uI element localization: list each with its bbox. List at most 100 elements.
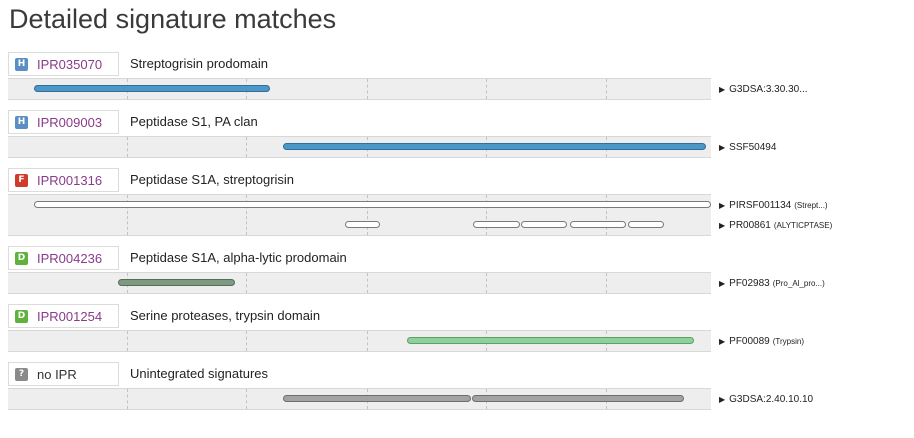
- accession-box: H IPR009003: [8, 110, 119, 134]
- match-track-panel: [8, 78, 711, 100]
- expand-arrow-icon: ▶: [719, 84, 726, 94]
- signature-link[interactable]: ▶PIRSF001134(Strept...): [719, 195, 828, 215]
- entry-row: ? no IPR Unintegrated signatures ▶G3DSA:2.4…: [8, 362, 908, 410]
- gridline: [127, 195, 128, 235]
- homologous-superfamily-icon: H: [15, 115, 28, 129]
- match-bar[interactable]: [283, 395, 471, 402]
- match-track-panel: [8, 330, 711, 352]
- signature-track: [8, 195, 711, 215]
- match-bar[interactable]: [473, 221, 520, 228]
- accession-link[interactable]: IPR035070: [37, 56, 103, 72]
- signature-id: PF02983: [729, 277, 770, 289]
- gridline: [127, 331, 128, 351]
- gridline: [246, 195, 247, 235]
- match-bar[interactable]: [472, 395, 684, 402]
- accession-box: D IPR001254: [8, 304, 119, 328]
- signature-description: (ALYTICPTASE): [773, 220, 833, 230]
- gridline: [367, 195, 368, 235]
- signature-description: (Pro_Al_pro...): [772, 278, 825, 288]
- accession-link[interactable]: IPR001316: [37, 172, 103, 188]
- unintegrated-icon: ?: [15, 367, 28, 381]
- match-bar[interactable]: [570, 221, 626, 228]
- gridline: [246, 273, 247, 293]
- gridline: [486, 79, 487, 99]
- match-bar[interactable]: [628, 221, 664, 228]
- match-bar[interactable]: [521, 221, 567, 228]
- accession-box: H IPR035070: [8, 52, 119, 76]
- entry-header: H IPR009003 Peptidase S1, PA clan: [8, 110, 908, 136]
- family-icon: F: [15, 173, 28, 187]
- entry-name: Peptidase S1, PA clan: [130, 114, 258, 129]
- accession-link[interactable]: IPR004236: [37, 250, 103, 266]
- entry-header: D IPR004236 Peptidase S1A, alpha-lytic pro…: [8, 246, 908, 272]
- gridline: [486, 273, 487, 293]
- entry-row: D IPR001254 Serine proteases, trypsin doma…: [8, 304, 908, 352]
- expand-arrow-icon: ▶: [719, 336, 726, 346]
- signature-id: G3DSA:2.40.10.10: [729, 393, 814, 405]
- accession-link[interactable]: IPR009003: [37, 114, 103, 130]
- signature-id: PR00861: [729, 219, 771, 231]
- gridline: [246, 389, 247, 409]
- entry-header: H IPR035070 Streptogrisin prodomain: [8, 52, 908, 78]
- gridline: [367, 79, 368, 99]
- match-bar[interactable]: [283, 143, 706, 150]
- accession-label: no IPR: [37, 366, 77, 382]
- signature-id: G3DSA:3.30.30...: [729, 83, 808, 95]
- accession-link[interactable]: IPR001254: [37, 308, 103, 324]
- expand-arrow-icon: ▶: [719, 394, 726, 404]
- match-track-panel: [8, 194, 711, 236]
- signature-description: (Strept...): [794, 200, 828, 210]
- entry-header: F IPR001316 Peptidase S1A, streptogrisin: [8, 168, 908, 194]
- signature-track: [8, 273, 711, 293]
- entry-row: D IPR004236 Peptidase S1A, alpha-lytic pro…: [8, 246, 908, 294]
- signature-track: [8, 137, 711, 157]
- match-track-panel: [8, 388, 711, 410]
- match-track-panel: [8, 136, 711, 158]
- gridline: [486, 195, 487, 235]
- entry-name: Serine proteases, trypsin domain: [130, 308, 321, 323]
- entry-name: Streptogrisin prodomain: [130, 56, 269, 71]
- signature-id: PIRSF001134: [729, 199, 792, 211]
- match-track-panel: [8, 272, 711, 294]
- match-bar[interactable]: [34, 85, 270, 92]
- match-bar[interactable]: [345, 221, 380, 228]
- signature-track: [8, 389, 711, 409]
- entry-header: D IPR001254 Serine proteases, trypsin doma…: [8, 304, 908, 330]
- entry-row: F IPR001316 Peptidase S1A, streptogrisin ▶P…: [8, 168, 908, 236]
- signature-link[interactable]: ▶PF00089(Trypsin): [719, 331, 804, 351]
- signature-id: SSF50494: [729, 141, 777, 153]
- entry-row: H IPR009003 Peptidase S1, PA clan ▶SSF50494: [8, 110, 908, 158]
- gridline: [127, 389, 128, 409]
- page-title: Detailed signature matches: [9, 4, 337, 34]
- gridline: [367, 273, 368, 293]
- domain-icon: D: [15, 251, 28, 265]
- signature-description: (Trypsin): [772, 336, 805, 346]
- entry-header: ? no IPR Unintegrated signatures: [8, 362, 908, 388]
- match-bar[interactable]: [118, 279, 235, 286]
- entry-name: Peptidase S1A, streptogrisin: [130, 172, 295, 187]
- signature-track: [8, 331, 711, 351]
- signature-link[interactable]: ▶PF02983(Pro_Al_pro...): [719, 273, 825, 293]
- signature-link[interactable]: ▶G3DSA:2.40.10.10: [719, 389, 813, 409]
- domain-icon: D: [15, 309, 28, 323]
- expand-arrow-icon: ▶: [719, 142, 726, 152]
- gridline: [606, 273, 607, 293]
- signature-track: [8, 215, 711, 235]
- signature-id: PF00089: [729, 335, 770, 347]
- signature-track: [8, 79, 711, 99]
- signature-link[interactable]: ▶PR00861(ALYTICPTASE): [719, 215, 832, 235]
- expand-arrow-icon: ▶: [719, 278, 726, 288]
- signature-link[interactable]: ▶G3DSA:3.30.30...: [719, 79, 808, 99]
- signature-link[interactable]: ▶SSF50494: [719, 137, 776, 157]
- entry-name: Peptidase S1A, alpha-lytic prodomain: [130, 250, 347, 265]
- expand-arrow-icon: ▶: [719, 220, 726, 230]
- entry-row: H IPR035070 Streptogrisin prodomain ▶G3DSA:…: [8, 52, 908, 100]
- match-bar[interactable]: [34, 201, 711, 208]
- gridline: [246, 331, 247, 351]
- accession-box: D IPR004236: [8, 246, 119, 270]
- expand-arrow-icon: ▶: [719, 200, 726, 210]
- gridline: [606, 79, 607, 99]
- match-bar[interactable]: [407, 337, 694, 344]
- homologous-superfamily-icon: H: [15, 57, 28, 71]
- entry-name: Unintegrated signatures: [130, 366, 269, 381]
